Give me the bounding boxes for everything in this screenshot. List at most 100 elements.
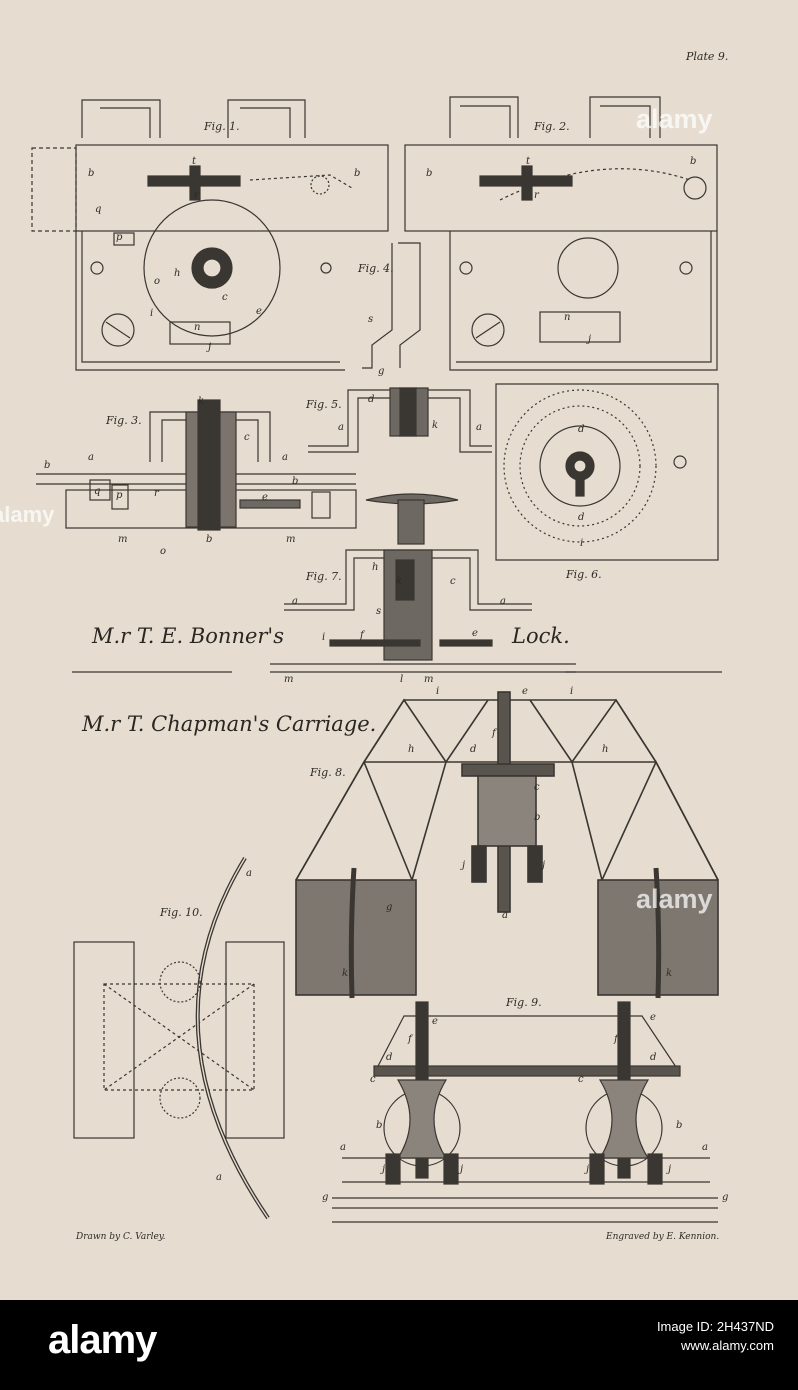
fig9-carriage-side	[332, 1001, 718, 1223]
watermark-logo: alamy	[636, 884, 713, 914]
ref-letter: t	[192, 156, 197, 167]
ref-letter: d	[578, 424, 585, 435]
ref-letter: a	[246, 868, 252, 879]
watermark-logo: alamy	[0, 502, 55, 527]
fig6-plate-face	[495, 383, 719, 561]
watermark-logo: alamy	[636, 104, 713, 134]
ref-letter: m	[424, 674, 434, 685]
brand-logo[interactable]: alamy	[48, 1318, 157, 1362]
ref-letter: r	[534, 190, 539, 201]
fig7-label: Fig. 7.	[306, 570, 342, 583]
image-id-block: Image ID: 2H437ND www.alamy.com	[657, 1317, 774, 1355]
ref-letter: e	[522, 686, 528, 697]
ref-letter: j	[382, 1164, 386, 1175]
fig1-top-keeper	[81, 99, 306, 138]
ref-letter: j	[668, 1164, 672, 1175]
ref-letter: g	[386, 902, 393, 913]
fig3-label: Fig. 3.	[106, 414, 142, 427]
ref-letter: e	[432, 1016, 438, 1027]
ref-letter: b	[354, 168, 361, 179]
fig8-carriage-front	[295, 691, 719, 999]
fig8-label: Fig. 8.	[310, 766, 346, 779]
ref-letter: c	[244, 432, 250, 443]
ref-letter: c	[222, 292, 228, 303]
lock-title: M.r T. E. Bonner's	[92, 624, 284, 648]
image-id-label: Image ID: 2H437ND	[656, 1319, 774, 1334]
ref-letter: i	[570, 686, 574, 697]
ref-letter: o	[160, 546, 167, 557]
ref-letter: a	[702, 1142, 708, 1153]
stock-footer-bar: alamy Image ID: 2H437ND www.alamy.com	[0, 1300, 798, 1390]
ref-letter: p	[116, 490, 123, 501]
fig10-label: Fig. 10.	[160, 906, 203, 919]
ref-letter: r	[154, 488, 159, 499]
ref-letter: j	[588, 334, 592, 345]
ref-letter: k	[198, 396, 205, 407]
ref-letter: i	[322, 632, 326, 643]
ref-letter: d	[386, 1052, 393, 1063]
fig5-escutcheon-section	[308, 387, 492, 453]
site-url-link[interactable]: www.alamy.com	[681, 1338, 774, 1353]
ref-letter: s	[376, 606, 382, 617]
ref-letter: p	[116, 232, 123, 243]
ref-letter: b	[206, 534, 213, 545]
ref-letter: h	[408, 744, 415, 755]
ref-letter: g	[378, 366, 385, 377]
ref-letter: k	[342, 968, 349, 979]
fig1-label: Fig. 1.	[204, 120, 240, 133]
ref-letter: e	[262, 492, 268, 503]
ref-letter: j	[208, 342, 212, 353]
ref-letter: a	[476, 422, 482, 433]
ref-letter: j	[542, 860, 546, 871]
fig3-lock-section	[36, 399, 357, 531]
ref-letter: a	[338, 422, 344, 433]
ref-letter: d	[470, 744, 477, 755]
ref-letter: d	[650, 1052, 657, 1063]
ref-letter: b	[426, 168, 433, 179]
fig1-lock-mechanism	[31, 144, 389, 371]
ref-letter: r	[194, 190, 199, 201]
ref-letter: s	[368, 314, 374, 325]
ref-letter: k	[396, 576, 403, 587]
ref-letter: c	[578, 1074, 584, 1085]
ref-letter: f	[408, 1034, 412, 1045]
engraved-by-credit: Engraved by E. Kennion.	[606, 1232, 720, 1242]
ref-letter: i	[150, 308, 154, 319]
drawn-by-credit: Drawn by C. Varley.	[76, 1232, 166, 1242]
ref-letter: c	[450, 576, 456, 587]
ref-letter: f	[614, 1034, 618, 1045]
ref-letter: j	[586, 1164, 590, 1175]
ref-letter: d	[578, 512, 585, 523]
ref-letter: b	[44, 460, 51, 471]
ref-letter: m	[284, 674, 294, 685]
ref-letter: g	[322, 1192, 329, 1203]
ref-letter: b	[534, 812, 541, 823]
ref-letter: b	[376, 1120, 383, 1131]
ref-letter: i	[436, 686, 440, 697]
ref-letter: b	[292, 476, 299, 487]
plate-number: Plate 9.	[686, 50, 729, 63]
ref-letter: a	[282, 452, 288, 463]
ref-letter: b	[690, 156, 697, 167]
ref-letter: b	[676, 1120, 683, 1131]
fig10-plan-view	[73, 856, 285, 1220]
ref-letter: a	[216, 1172, 222, 1183]
fig4-bolt-section	[362, 242, 421, 369]
ref-letter: o	[154, 276, 161, 287]
ref-letter: c	[370, 1074, 376, 1085]
ref-letter: g	[722, 1192, 729, 1203]
fig2-label: Fig. 2.	[534, 120, 570, 133]
ref-letter: l	[400, 674, 404, 685]
ref-letter: h	[174, 268, 181, 279]
ref-letter: b	[88, 168, 95, 179]
ref-letter: j	[462, 860, 466, 871]
ref-letter: e	[650, 1012, 656, 1023]
ref-letter: k	[432, 420, 439, 431]
fig2-top-keeper	[449, 96, 661, 138]
ref-letter: a	[340, 1142, 346, 1153]
ref-letter: a	[88, 452, 94, 463]
ref-letter: f	[492, 728, 496, 739]
lock-title-suffix: Lock.	[512, 624, 570, 648]
ref-letter: q	[94, 486, 101, 497]
ref-letter: h	[372, 562, 379, 573]
